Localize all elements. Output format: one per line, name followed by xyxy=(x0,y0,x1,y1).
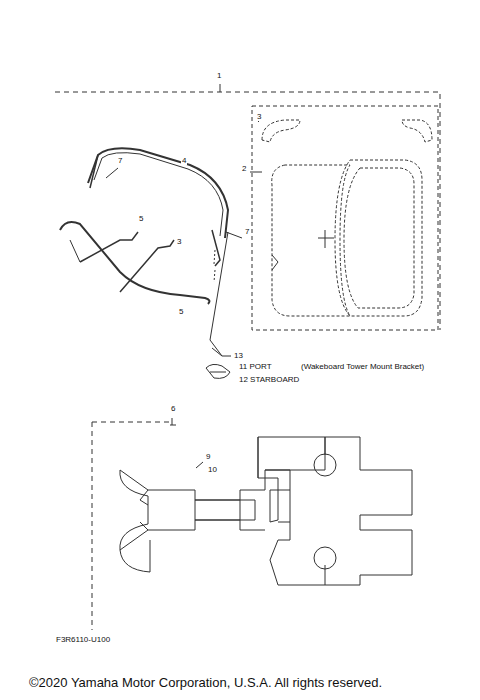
callout-number: (Wakeboard Tower Mount Bracket) xyxy=(300,363,425,371)
callout-number: 6 xyxy=(170,405,176,413)
callout-number: 1 xyxy=(216,72,222,80)
callout-number: 3 xyxy=(176,238,182,246)
callout-number: 4 xyxy=(181,157,187,165)
callout-number: 10 xyxy=(207,466,218,474)
callout-number: 7 xyxy=(117,157,123,165)
callout-number: 9 xyxy=(205,453,211,461)
callout-number: 3 xyxy=(256,113,262,121)
callout-number: 5 xyxy=(138,215,144,223)
callout-number: 11 PORT xyxy=(238,363,273,371)
callout-number: 12 STARBOARD xyxy=(238,376,300,384)
callout-number: 5 xyxy=(178,308,184,316)
callout-number: 2 xyxy=(241,165,247,173)
callout-number: F3R6110-U100 xyxy=(55,636,111,644)
callout-number: 13 xyxy=(233,352,244,360)
callout-number: 7 xyxy=(244,228,250,236)
copyright-notice: ©2020 Yamaha Motor Corporation, U.S.A. A… xyxy=(28,676,383,689)
